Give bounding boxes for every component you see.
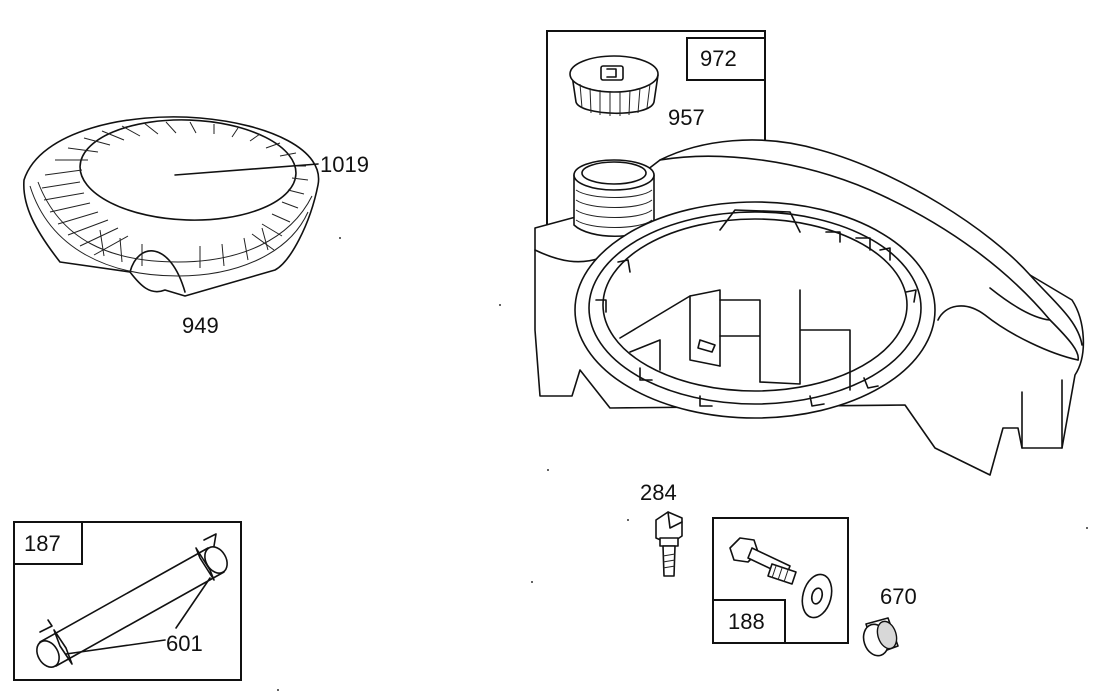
fuel-tank-housing <box>534 139 1085 476</box>
screw <box>655 511 683 577</box>
hose-clamp <box>39 619 73 665</box>
scan-noise <box>277 237 1088 691</box>
hose-clamp <box>195 533 217 581</box>
callout-1019: 1019 <box>320 152 369 177</box>
washer <box>801 573 833 619</box>
fuel-cap-kit-box <box>546 30 766 228</box>
fuel-line-hose <box>36 533 228 668</box>
callout-957: 957 <box>668 105 705 130</box>
callout-949: 949 <box>182 313 219 338</box>
fuel-cap <box>569 55 659 116</box>
callout-188: 188 <box>728 609 765 634</box>
callout-187: 187 <box>24 531 61 556</box>
bolt <box>729 537 797 585</box>
callout-284: 284 <box>640 480 677 505</box>
callout-670: 670 <box>880 584 917 609</box>
callout-972: 972 <box>700 46 737 71</box>
callout-601: 601 <box>166 631 203 656</box>
bolt-kit-box <box>712 517 849 644</box>
spacer <box>862 617 899 657</box>
rotating-screen <box>23 116 320 297</box>
fuel-line-kit-box <box>13 521 242 681</box>
